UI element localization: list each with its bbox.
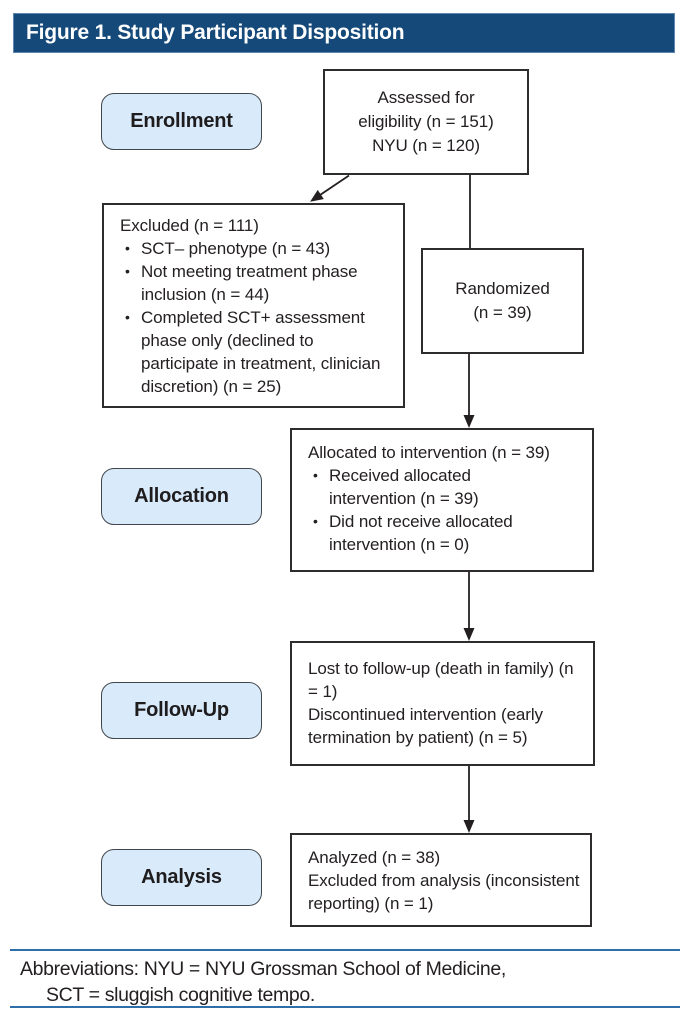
box-analysis: Analyzed (n = 38) Excluded from analysis… — [290, 833, 592, 927]
list-item: SCT– phenotype (n = 43) — [120, 237, 397, 260]
stage-enrollment: Enrollment — [101, 93, 262, 150]
follow-up-paragraph: Discontinued intervention (early termina… — [308, 705, 543, 747]
assessed-line: NYU (n = 120) — [372, 136, 480, 155]
figure-header-bar: Figure 1. Study Participant Disposition — [13, 13, 675, 53]
box-excluded: Excluded (n = 111) SCT– phenotype (n = 4… — [102, 203, 405, 408]
list-item: Completed SCT+ assessment phase only (de… — [120, 306, 397, 398]
excluded-reason: Completed SCT+ assessment phase only (de… — [141, 308, 381, 396]
follow-up-paragraph: Lost to follow-up (death in family) (n =… — [308, 659, 574, 701]
analysis-paragraph: Excluded from analysis (inconsistent rep… — [308, 871, 580, 913]
allocated-detail-list: Received allocated intervention (n = 39)… — [308, 464, 588, 556]
abbreviations-line: Abbreviations: NYU = NYU Grossman School… — [20, 958, 506, 980]
excluded-reasons-list: SCT– phenotype (n = 43) Not meeting trea… — [120, 237, 397, 398]
analysis-paragraph: Analyzed (n = 38) — [308, 848, 441, 867]
assessed-line: eligibility (n = 151) — [358, 112, 494, 131]
allocated-detail: Received allocated intervention (n = 39) — [329, 466, 479, 508]
stage-follow-up: Follow-Up — [101, 682, 262, 739]
footnote-top-rule — [10, 949, 680, 951]
list-item: Not meeting treatment phase inclusion (n… — [120, 260, 397, 306]
randomized-line: Randomized — [455, 279, 550, 298]
footnote-bottom-rule — [10, 1006, 680, 1008]
box-follow-up: Lost to follow-up (death in family) (n =… — [290, 641, 595, 766]
box-allocated: Allocated to intervention (n = 39) Recei… — [290, 428, 594, 572]
list-item: Received allocated intervention (n = 39) — [308, 464, 588, 510]
abbreviations-line: SCT = sluggish cognitive tempo. — [46, 984, 315, 1006]
assessed-line: Assessed for — [377, 88, 475, 107]
allocated-detail: Did not receive allocated intervention (… — [329, 512, 513, 554]
excluded-title: Excluded (n = 111) — [120, 216, 259, 235]
footnote: Abbreviations: NYU = NYU Grossman School… — [20, 956, 670, 1008]
allocated-title: Allocated to intervention (n = 39) — [308, 443, 550, 462]
randomized-line: (n = 39) — [473, 303, 532, 322]
stage-analysis-label: Analysis — [141, 866, 222, 888]
stage-allocation: Allocation — [101, 468, 262, 525]
stage-enrollment-label: Enrollment — [130, 110, 233, 132]
arrow-assessed-excluded — [310, 174, 350, 202]
excluded-reason: SCT– phenotype (n = 43) — [141, 239, 331, 258]
box-randomized: Randomized (n = 39) — [421, 248, 584, 354]
stage-allocation-label: Allocation — [134, 485, 229, 507]
stage-follow-up-label: Follow-Up — [134, 699, 229, 721]
stage-analysis: Analysis — [101, 849, 262, 906]
excluded-reason: Not meeting treatment phase inclusion (n… — [141, 262, 358, 304]
box-assessed-eligibility: Assessed for eligibility (n = 151) NYU (… — [323, 69, 529, 175]
list-item: Did not receive allocated intervention (… — [308, 510, 588, 556]
figure-title: Figure 1. Study Participant Disposition — [26, 21, 405, 44]
